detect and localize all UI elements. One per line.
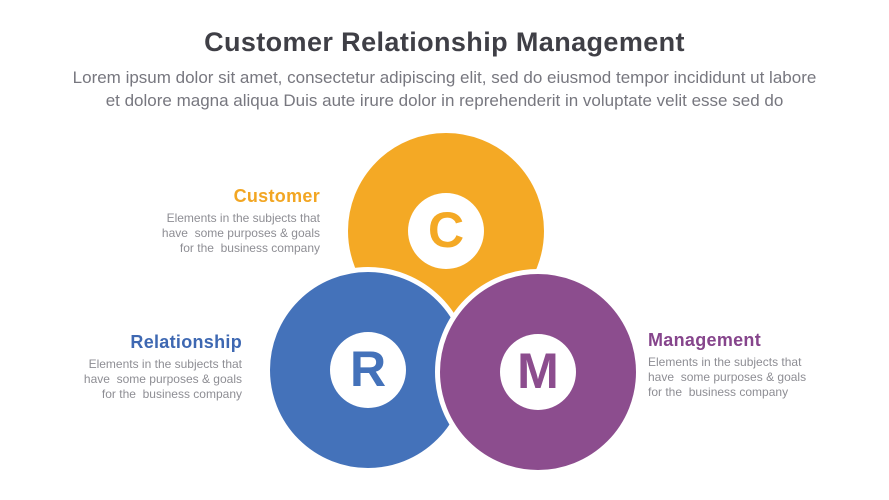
page-title: Customer Relationship Management — [204, 27, 685, 57]
page-subtitle: Lorem ipsum dolor sit amet, consectetur … — [0, 66, 889, 112]
customer-section-body: Elements in the subjects that have some … — [162, 211, 320, 256]
relationship-body-line-2: have some purposes & goals — [83, 372, 242, 386]
customer-section-heading: Customer — [233, 186, 320, 206]
subtitle-line-1: Lorem ipsum dolor sit amet, consectetur … — [72, 68, 817, 87]
relationship-section-body: Elements in the subjects that have some … — [84, 357, 242, 402]
customer-section: Customer Elements in the subjects that h… — [162, 187, 320, 256]
customer-body-line-2: have some purposes & goals — [161, 226, 320, 240]
customer-body-line-1: Elements in the subjects that — [166, 211, 320, 225]
management-section-body: Elements in the subjects that have some … — [648, 355, 806, 400]
management-letter-badge: M — [500, 334, 576, 410]
customer-letter-badge: C — [408, 193, 484, 269]
relationship-letter-badge: R — [330, 332, 406, 408]
management-body-line-3: for the business company — [648, 385, 789, 399]
relationship-body-line-1: Elements in the subjects that — [88, 357, 242, 371]
relationship-letter: R — [349, 340, 387, 397]
management-circle: M — [435, 269, 641, 475]
management-body-line-2: have some purposes & goals — [648, 370, 807, 384]
relationship-body-line-3: for the business company — [101, 387, 242, 401]
management-section-heading: Management — [648, 330, 762, 350]
customer-body-line-3: for the business company — [179, 241, 320, 255]
relationship-section-heading: Relationship — [130, 332, 242, 352]
management-letter: M — [517, 342, 559, 399]
management-body-line-1: Elements in the subjects that — [648, 355, 802, 369]
subtitle-line-2: et dolore magna aliqua Duis aute irure d… — [105, 91, 784, 110]
relationship-section: Relationship Elements in the subjects th… — [84, 333, 242, 402]
customer-letter: C — [427, 201, 465, 258]
management-section: Management Elements in the subjects that… — [648, 331, 806, 400]
